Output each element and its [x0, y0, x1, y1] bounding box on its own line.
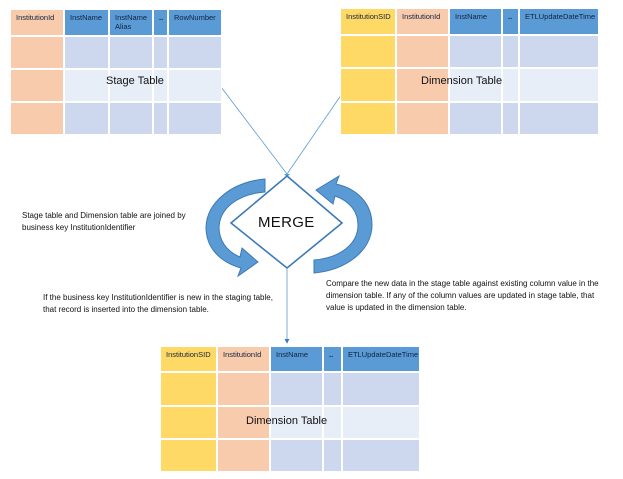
dim-top-row3-c2	[396, 102, 449, 135]
dim-bottom-header-etl-update: ETLUpdateDateTime	[342, 346, 420, 372]
dim-bottom-row2-c1	[160, 406, 217, 439]
dimension-table-top: InstitutionSID InstitutionId InstName ..…	[340, 8, 599, 135]
dim-top-row2-c4	[502, 68, 519, 102]
dimension-table-bottom: InstitutionSID InstitutionId InstName ..…	[160, 346, 420, 472]
right-curved-arrow-icon	[313, 174, 373, 274]
update-note: Compare the new data in the stage table …	[326, 279, 599, 312]
stage-table: InstitutionId InstName InstName Alias ..…	[10, 9, 222, 135]
stage-header-inst-name: InstName	[64, 9, 109, 36]
dim-bottom-row3-c2	[217, 439, 270, 472]
dim-bottom-header-ellipsis: ..	[323, 346, 342, 372]
merge-label: MERGE	[258, 214, 315, 231]
dim-top-row1-c2	[396, 35, 449, 68]
left-curved-arrow-icon	[205, 178, 266, 278]
stage-header-inst-name-alias: InstName Alias	[109, 9, 153, 36]
dim-bottom-header-institution-sid: InstitutionSID	[160, 346, 217, 372]
stage-row3-c5	[168, 102, 222, 135]
join-note: Stage table and Dimension table are join…	[22, 211, 186, 232]
dim-bottom-header-institution-id: InstitutionId	[217, 346, 270, 372]
stage-row3-c3	[109, 102, 153, 135]
dim-bottom-row1-c4	[323, 372, 342, 406]
dim-top-row1-c4	[502, 35, 519, 68]
dim-bottom-row3-c5	[342, 439, 420, 472]
dim-bottom-row1-c1	[160, 372, 217, 406]
stage-row1-c5	[168, 36, 222, 69]
dim-top-row1-c5	[519, 35, 599, 68]
dim-top-header-institution-sid: InstitutionSID	[340, 8, 396, 35]
dim-bottom-row2-c4	[323, 406, 342, 439]
dim-top-row3-c5	[519, 102, 599, 135]
dim-top-row1-c3	[449, 35, 502, 68]
dim-bottom-row3-c4	[323, 439, 342, 472]
stage-row3-c1	[10, 102, 64, 135]
stage-row1-c1	[10, 36, 64, 69]
dim-top-header-inst-name: InstName	[449, 8, 502, 35]
stage-header-ellipsis: ..	[153, 9, 168, 36]
merge-diamond	[229, 174, 344, 270]
dim-bottom-row2-c5	[342, 406, 420, 439]
dim-top-row2-c3	[449, 68, 502, 102]
dim-top-header-institution-id: InstitutionId	[396, 8, 449, 35]
dim-top-header-etl-update: ETLUpdateDateTime	[519, 8, 599, 35]
stage-row2-c2	[64, 69, 109, 102]
dim-bottom-row1-c2	[217, 372, 270, 406]
dim-bottom-row3-c1	[160, 439, 217, 472]
dim-bottom-header-inst-name: InstName	[270, 346, 323, 372]
dim-top-row3-c3	[449, 102, 502, 135]
stage-row1-c4	[153, 36, 168, 69]
insert-note: If the business key InstitutionIdentifie…	[43, 293, 273, 314]
dim-top-row1-c1	[340, 35, 396, 68]
stage-row1-c2	[64, 36, 109, 69]
dim-bottom-row1-c5	[342, 372, 420, 406]
stage-header-institution-id: InstitutionId	[10, 9, 64, 36]
dim-top-row3-c4	[502, 102, 519, 135]
stage-row2-c3	[109, 69, 153, 102]
stage-to-merge-line	[220, 86, 288, 175]
dim-top-row2-c1	[340, 68, 396, 102]
dim-bottom-row1-c3	[270, 372, 323, 406]
dim-top-row2-c2	[396, 68, 449, 102]
dim-top-header-ellipsis: ..	[502, 8, 519, 35]
stage-row3-c2	[64, 102, 109, 135]
dim-bottom-row2-c2	[217, 406, 270, 439]
stage-row2-c5	[168, 69, 222, 102]
dimension-to-merge-line	[286, 84, 349, 175]
stage-row2-c1	[10, 69, 64, 102]
stage-row3-c4	[153, 102, 168, 135]
dim-top-row3-c1	[340, 102, 396, 135]
dim-bottom-row2-c3	[270, 406, 323, 439]
stage-row1-c3	[109, 36, 153, 69]
dim-top-row2-c5	[519, 68, 599, 102]
stage-row2-c4	[153, 69, 168, 102]
stage-header-row-number: RowNumber	[168, 9, 222, 36]
dim-bottom-row3-c3	[270, 439, 323, 472]
